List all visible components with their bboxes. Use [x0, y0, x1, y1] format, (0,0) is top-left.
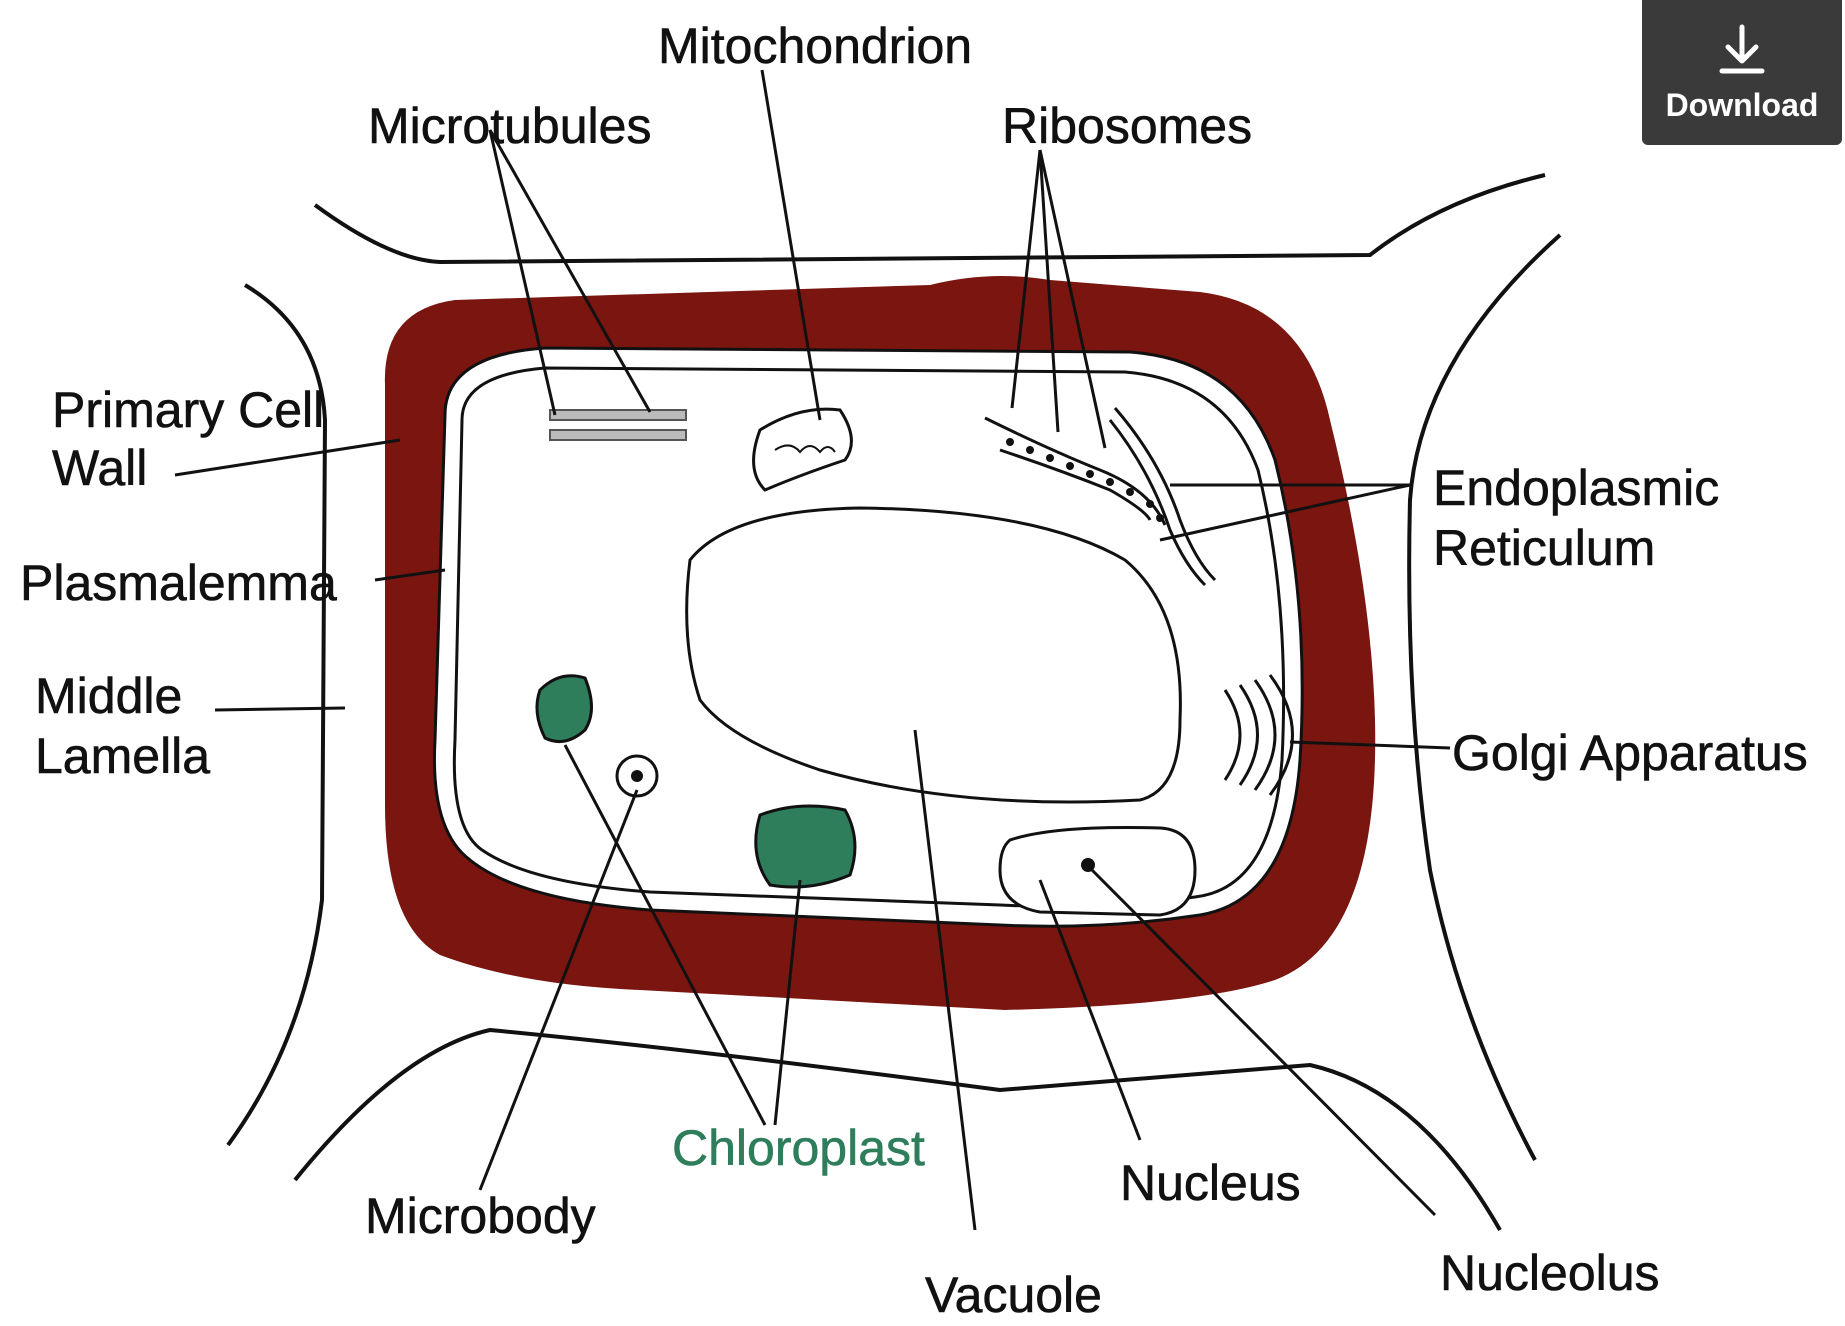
- download-button[interactable]: Download: [1642, 0, 1842, 145]
- label-chloroplast: Chloroplast: [672, 1120, 925, 1176]
- download-icon: [1712, 21, 1772, 81]
- nucleus-shape: [1000, 828, 1195, 916]
- download-label: Download: [1666, 87, 1819, 124]
- label-nucleolus: Nucleolus: [1440, 1245, 1660, 1301]
- label-golgi-apparatus: Golgi Apparatus: [1452, 725, 1808, 781]
- label-endoplasmic-reticulum-line1: Endoplasmic: [1433, 460, 1719, 516]
- label-plasmalemma: Plasmalemma: [20, 555, 337, 611]
- label-microtubules: Microtubules: [368, 98, 651, 154]
- label-primary-cell-wall-line1: Primary Cell: [52, 382, 324, 438]
- label-middle-lamella-line2: Lamella: [35, 728, 210, 784]
- label-middle-lamella-line1: Middle: [35, 668, 182, 724]
- label-ribosomes: Ribosomes: [1002, 98, 1252, 154]
- label-vacuole: Vacuole: [925, 1267, 1102, 1323]
- label-endoplasmic-reticulum-line2: Reticulum: [1433, 520, 1655, 576]
- label-primary-cell-wall-line2: Wall: [52, 440, 147, 496]
- label-mitochondrion: Mitochondrion: [658, 18, 972, 74]
- label-microbody: Microbody: [365, 1188, 596, 1244]
- label-nucleus: Nucleus: [1120, 1155, 1301, 1211]
